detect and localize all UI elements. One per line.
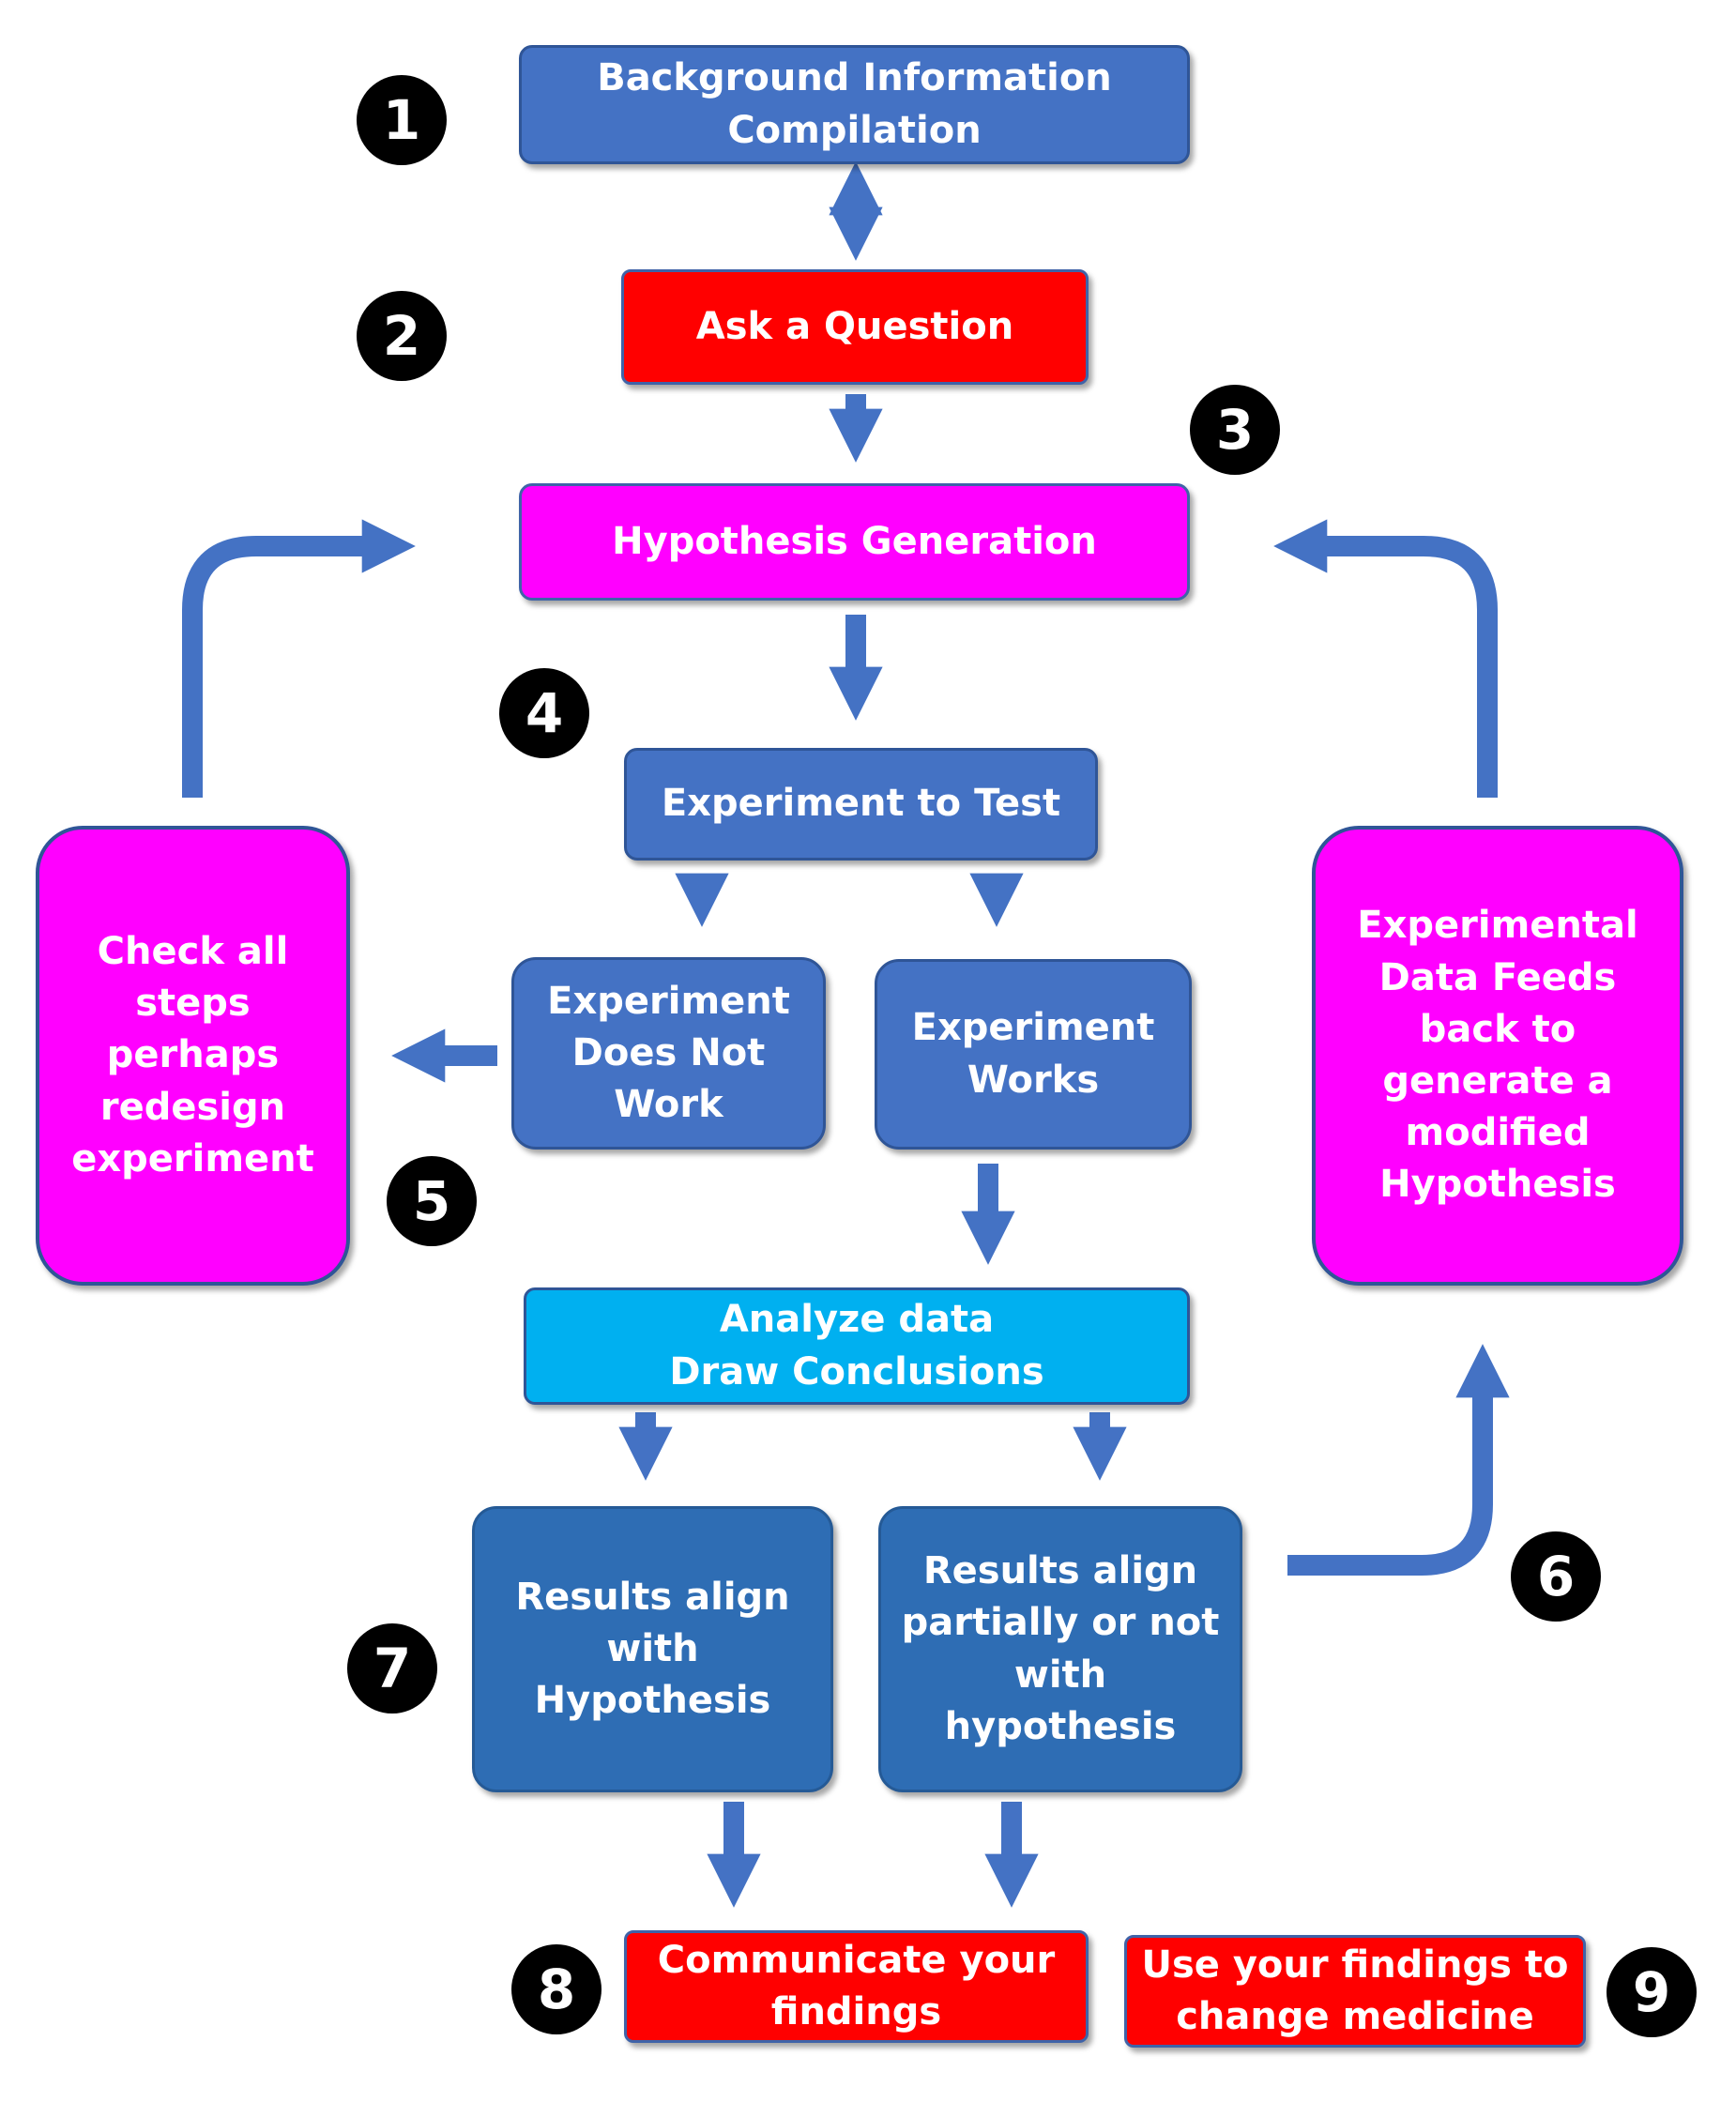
results-partial-box: Results align partially or not with hypo… [878,1506,1242,1792]
step-2-badge: 2 [357,291,447,381]
arrow-partial-feedback [1287,1344,1510,1576]
experiment-works-box: Experiment Works [875,959,1192,1150]
arrow-check-hypothesis [182,519,416,798]
step-6-badge: 6 [1511,1531,1601,1622]
results-align-box: Results align with Hypothesis [472,1506,833,1792]
step-3-badge: 3 [1190,385,1280,475]
step-4-badge: 4 [499,668,589,758]
ask-question-box: Ask a Question [621,269,1089,385]
check-steps-box: Check all steps perhaps redesign experim… [36,826,350,1286]
step-7-badge: 7 [347,1623,437,1714]
step-8-badge: 8 [511,1944,602,2034]
hypothesis-generation-box: Hypothesis Generation [519,483,1190,601]
step-9-badge: 9 [1607,1947,1697,2037]
analyze-data-box: Analyze data Draw Conclusions [524,1287,1190,1405]
experiment-to-test-box: Experiment to Test [624,748,1098,861]
communicate-findings-box: Communicate your findings [624,1930,1089,2043]
experiment-not-work-box: Experiment Does Not Work [511,957,826,1150]
step-1-badge: 1 [357,75,447,165]
feedback-box: Experimental Data Feeds back to generate… [1312,826,1683,1286]
change-medicine-box: Use your findings to change medicine [1124,1935,1586,2048]
background-info-box: Background Information Compilation [519,45,1190,164]
step-5-badge: 5 [387,1156,477,1246]
arrow-feedback-hypothesis [1273,519,1498,798]
